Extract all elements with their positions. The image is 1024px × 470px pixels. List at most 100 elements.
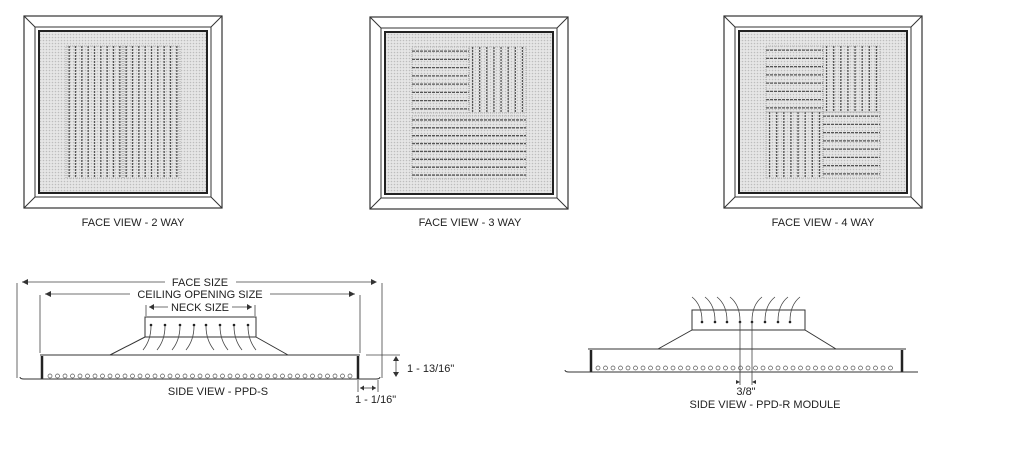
vane-pivot — [192, 323, 196, 327]
vane — [156, 325, 166, 351]
perforation-hole — [137, 373, 143, 379]
perforation-hole — [317, 373, 323, 379]
vane — [247, 325, 257, 351]
perforation-hole — [287, 373, 293, 379]
perforation-hole — [858, 365, 863, 371]
vane-pivot — [713, 320, 717, 324]
face-size-label: FACE SIZE — [172, 277, 228, 289]
perforation-hole — [753, 365, 758, 371]
perforation-hole — [122, 373, 128, 379]
vane-pivot — [776, 320, 780, 324]
perforation-hole — [175, 373, 180, 379]
inner-frame — [380, 27, 558, 199]
vane — [716, 296, 728, 322]
perforation-hole — [167, 373, 173, 379]
perforation-hole — [107, 373, 113, 379]
frame-miter — [723, 15, 923, 209]
vane-pivot — [204, 323, 208, 327]
perforation-hole — [693, 365, 698, 371]
frame-miter — [23, 15, 223, 209]
vane-pivot — [763, 320, 767, 324]
perforation-hole — [708, 365, 713, 371]
vane-pivot — [149, 323, 153, 327]
louver-section — [411, 115, 527, 180]
perforation-hole — [197, 373, 203, 379]
face-view-2-way — [23, 15, 223, 209]
perforation-hole — [145, 373, 150, 379]
perforation-hole — [85, 373, 90, 379]
perforation-hole — [595, 365, 601, 371]
perforation-hole — [302, 373, 308, 379]
perforation-hole — [130, 373, 135, 379]
perforation-hole — [655, 365, 661, 371]
perforation-hole — [625, 365, 631, 371]
side-view-ppd-r-label: SIDE VIEW - PPD-R MODULE — [690, 399, 841, 411]
perforation-hole — [295, 373, 300, 379]
perforation-hole — [843, 365, 848, 371]
vane-pivot — [700, 320, 704, 324]
louver-section — [122, 45, 181, 179]
perforation-hole — [880, 365, 886, 371]
perforation-hole — [340, 373, 345, 379]
vane-pivot — [178, 323, 182, 327]
perforation-hole — [738, 365, 743, 371]
perforation-hole — [220, 373, 225, 379]
perforation-hole — [265, 373, 270, 379]
perforation-hole — [347, 373, 353, 379]
perforation-hole — [70, 373, 75, 379]
perforation-hole — [888, 365, 893, 371]
perforation-hole — [250, 373, 255, 379]
vane — [219, 325, 229, 351]
perforation-hole — [115, 373, 120, 379]
perforation-hole — [775, 365, 781, 371]
frame-miter — [369, 16, 569, 210]
perforation-hole — [850, 365, 856, 371]
vane — [171, 325, 181, 351]
vane — [691, 296, 703, 322]
perforation-hole — [633, 365, 638, 371]
perforation-hole — [100, 373, 105, 379]
perforation-hole — [730, 365, 736, 371]
perforation-hole — [310, 373, 315, 379]
perforation-hole — [227, 373, 233, 379]
perforation-hole — [160, 373, 165, 379]
vane — [142, 325, 152, 351]
face-view-3-way-label: FACE VIEW - 3 WAY — [419, 217, 522, 229]
perforation-hole — [783, 365, 788, 371]
side-view-ppd-s: FACE SIZE CEILING OPENING SIZE NECK SIZE… — [16, 277, 454, 406]
perforation-hole — [813, 365, 818, 371]
vane — [205, 325, 215, 351]
perforation-hole — [790, 365, 796, 371]
perforation-hole — [685, 365, 691, 371]
vane — [704, 296, 716, 322]
perforation-hole — [865, 365, 871, 371]
vane — [185, 325, 195, 351]
perforation-hole — [873, 365, 878, 371]
side-view-ppd-r: 3/8" SIDE VIEW - PPD-R MODULE — [564, 296, 918, 411]
perforation-hole — [700, 365, 706, 371]
face-view-4-way-label: FACE VIEW - 4 WAY — [772, 217, 875, 229]
side-view-ppd-s-label: SIDE VIEW - PPD-S — [168, 386, 268, 398]
perforation-hole — [663, 365, 668, 371]
perforation-hole — [182, 373, 188, 379]
perforation-hole — [640, 365, 646, 371]
ceiling-opening-size-label: CEILING OPENING SIZE — [137, 289, 262, 301]
vane — [729, 296, 741, 322]
perforation-hole — [678, 365, 683, 371]
perforation-hole — [272, 373, 278, 379]
vane — [789, 296, 801, 322]
vane-pivot — [163, 323, 167, 327]
perforation-hole — [805, 365, 811, 371]
perforation-hole — [760, 365, 766, 371]
perforation-hole — [820, 365, 826, 371]
vane — [233, 325, 243, 351]
perforation-hole — [77, 373, 83, 379]
perforation-hole — [798, 365, 803, 371]
perforation-hole — [235, 373, 240, 379]
height-dimension: 1 - 13/16" — [407, 363, 454, 375]
vane-pivot — [725, 320, 729, 324]
perforation-hole — [55, 373, 60, 379]
perforation-hole — [47, 373, 53, 379]
vane — [777, 296, 789, 322]
